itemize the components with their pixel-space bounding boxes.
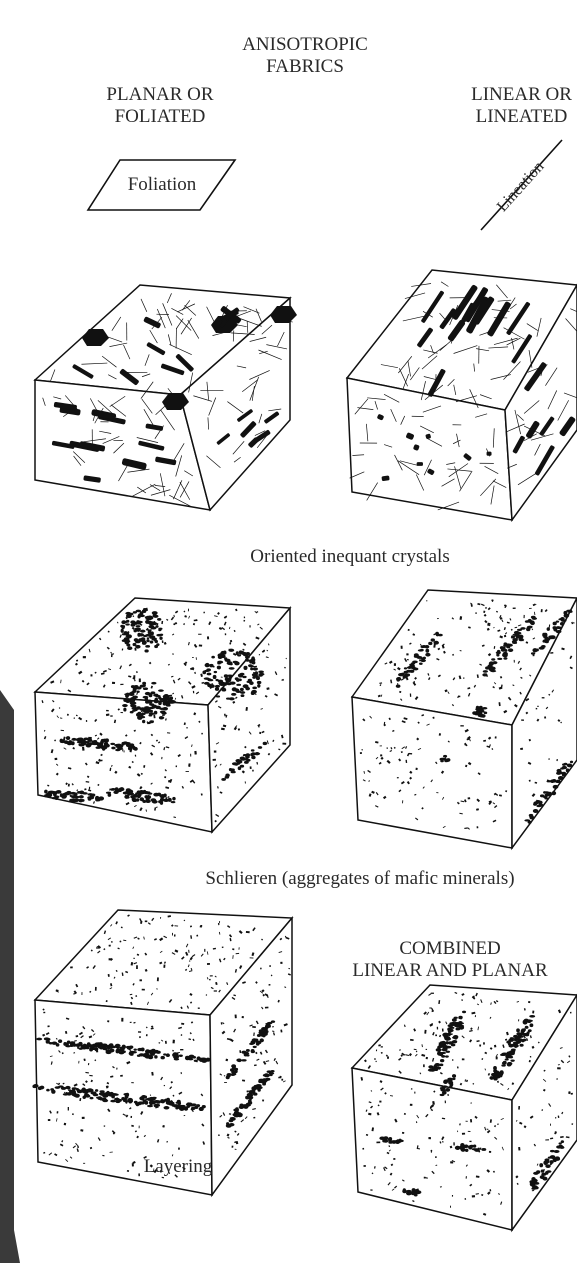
heading-combined-linear-planar: COMBINED LINEAR AND PLANAR [330,938,570,982]
cube-linear-schlieren [352,590,577,848]
cube-combined [352,985,577,1230]
cube-linear-crystals [347,270,577,520]
caption-oriented-inequant-crystals: Oriented inequant crystals [200,546,500,568]
foliation-label: Foliation [112,174,212,196]
column-heading-linear: LINEAR OR LINEATED [466,84,577,128]
cube-planar-crystals [35,285,297,510]
column-heading-planar: PLANAR OR FOLIATED [85,84,235,128]
caption-layering: Layering [118,1156,238,1178]
cube-planar-schlieren [35,598,290,832]
cube-layering [32,910,292,1195]
title-anisotropic-fabrics: ANISOTROPIC FABRICS [240,34,370,78]
caption-schlieren: Schlieren (aggregates of mafic minerals) [170,868,550,890]
